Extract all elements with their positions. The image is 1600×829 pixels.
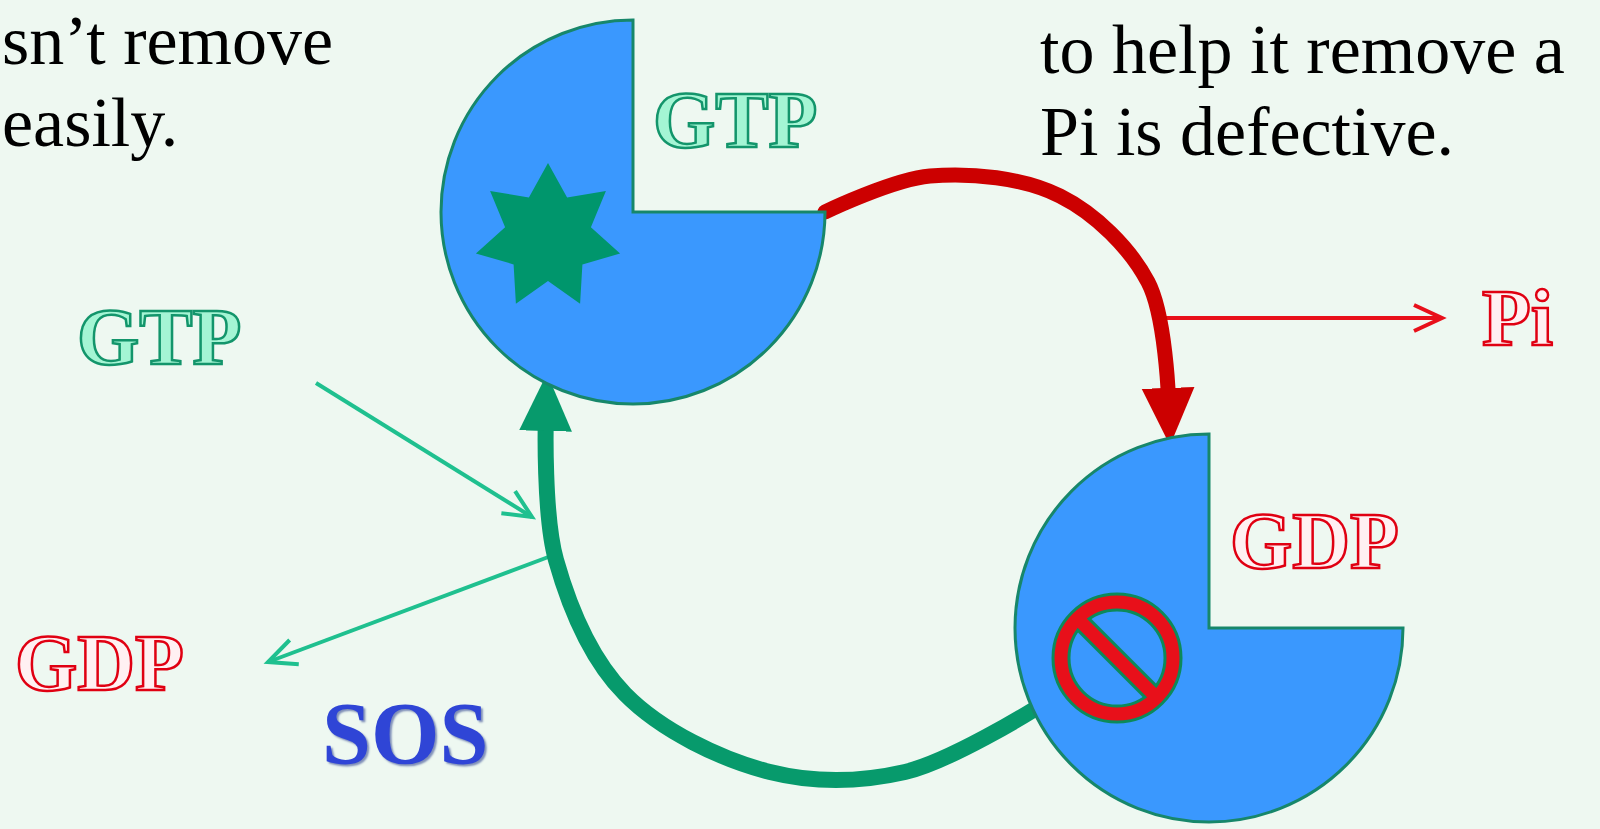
nucleotide-label: GTP <box>653 80 817 160</box>
protein-shape: GDP <box>1015 434 1463 822</box>
pacman-outline <box>441 20 885 404</box>
star-symbol <box>476 163 620 304</box>
prohibition-symbol <box>1061 602 1173 714</box>
protein-body <box>1015 434 1403 822</box>
note-text: sn’t remove easily. <box>2 0 374 164</box>
cycle-arrow <box>546 421 1034 780</box>
pi-release-arrow <box>1160 316 1442 320</box>
cycle-arrow <box>825 175 1168 398</box>
molecule-label: GDP <box>15 623 184 703</box>
note-text: to help it remove a Pi is defective. <box>1040 9 1596 173</box>
molecule-label: GTP <box>77 297 241 377</box>
nucleotide-label: GDP <box>1230 501 1399 581</box>
gdp-out-arrow <box>268 556 551 662</box>
protein-shape: GTP <box>441 20 885 404</box>
enzyme-label: SOS <box>322 690 488 778</box>
protein-body <box>441 20 825 404</box>
molecule-label: Pi <box>1482 278 1553 358</box>
gtp-in-arrow <box>316 383 532 517</box>
pacman-outline <box>1015 434 1463 822</box>
